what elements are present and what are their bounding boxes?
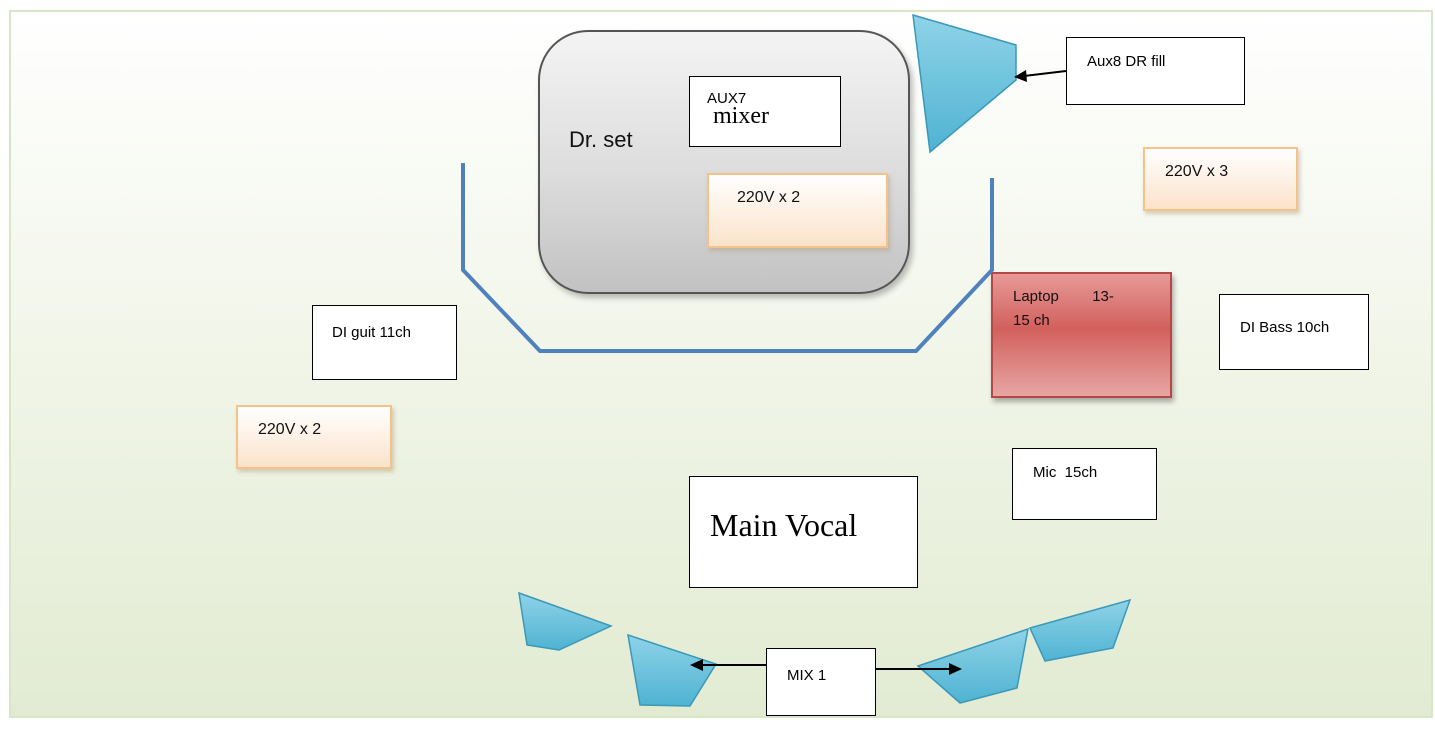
laptop-box: Laptop 13- 15 ch xyxy=(991,272,1172,398)
aux8-drum-fill-box: Aux8 DR fill xyxy=(1066,37,1245,105)
aux7-mixer-box: AUX7 mixer xyxy=(689,76,841,147)
aux7-label: AUX7 xyxy=(707,90,747,107)
drum-set-label: Dr. set xyxy=(569,127,633,152)
power-right-box: 220V x 3 xyxy=(1143,147,1298,211)
main-vocal-label: Main Vocal xyxy=(710,507,858,543)
mix1-label: MIX 1 xyxy=(787,667,827,684)
drum-riser: Dr. set xyxy=(538,30,910,294)
di-guitar-box: DI guit 11ch xyxy=(312,305,457,380)
di-bass-box: DI Bass 10ch xyxy=(1219,294,1369,370)
drum-power-box: 220V x 2 xyxy=(707,173,888,248)
di-bass-label: DI Bass 10ch xyxy=(1240,319,1330,336)
mic-label: Mic 15ch xyxy=(1033,464,1098,481)
laptop-label-line1: Laptop 13- xyxy=(1013,288,1114,305)
laptop-label-line2: 15 ch xyxy=(1013,312,1050,329)
mix1-box: MIX 1 xyxy=(766,648,876,716)
power-left-label: 220V x 2 xyxy=(258,421,322,438)
main-vocal-box: Main Vocal xyxy=(689,476,918,588)
di-guitar-label: DI guit 11ch xyxy=(332,324,411,341)
mic-box: Mic 15ch xyxy=(1012,448,1157,520)
drum-power-label: 220V x 2 xyxy=(737,189,801,206)
aux8-label: Aux8 DR fill xyxy=(1087,53,1166,70)
mixer-label: mixer xyxy=(713,103,769,129)
power-right-label: 220V x 3 xyxy=(1165,163,1229,180)
power-left-box: 220V x 2 xyxy=(236,405,392,469)
